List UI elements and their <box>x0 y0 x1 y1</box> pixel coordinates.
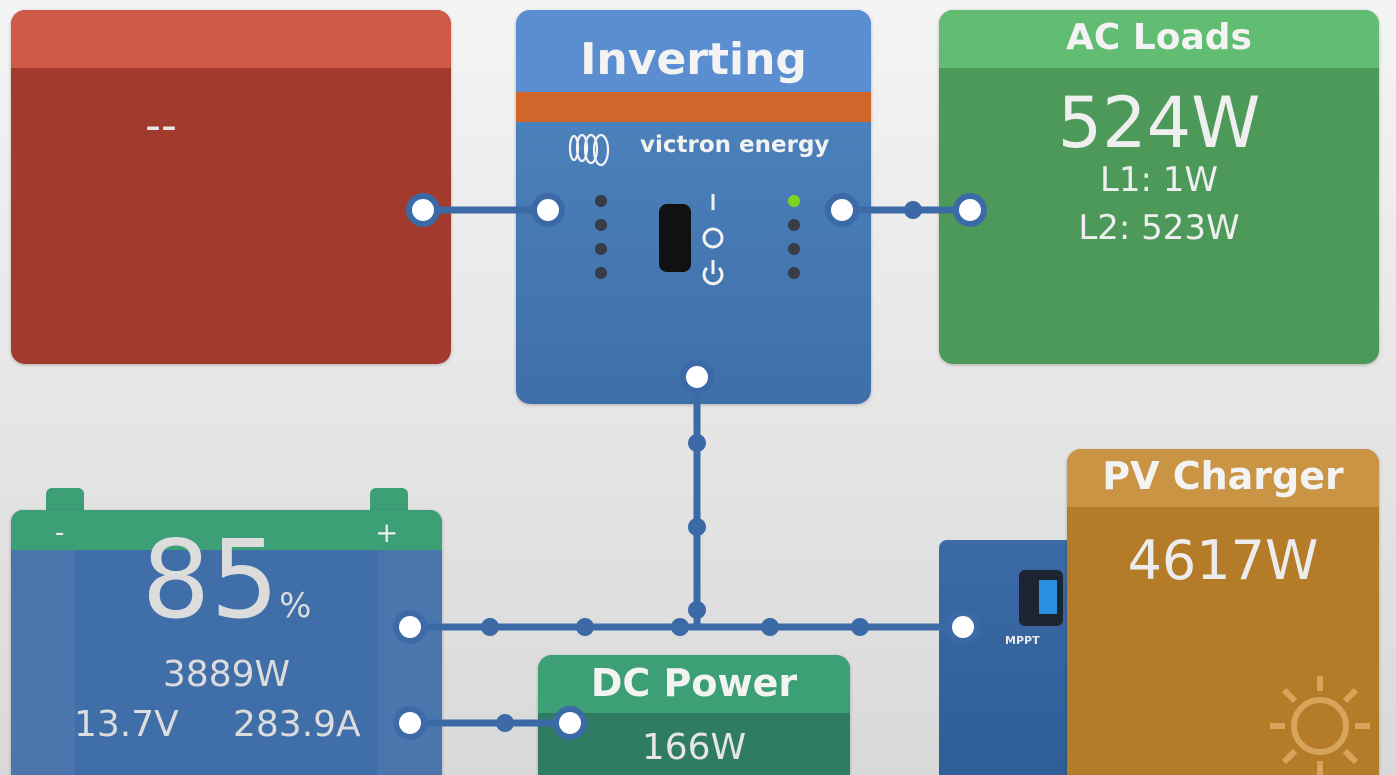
battery-terminal-minus <box>46 488 84 510</box>
connector-inverter-in <box>531 193 565 227</box>
led-right-3 <box>788 243 800 255</box>
ac-input-header <box>11 10 451 68</box>
connector-mppt <box>946 610 980 644</box>
dc-power-tile[interactable]: DC Power 166W <box>538 655 850 775</box>
pv-charger-tile[interactable]: PV Charger 4617W <box>1067 449 1379 775</box>
ac-loads-title: AC Loads <box>939 10 1379 68</box>
ac-loads-tile[interactable]: AC Loads 524W L1: 1W L2: 523W <box>939 10 1379 364</box>
dc-power-title: DC Power <box>538 655 850 713</box>
battery-voltage: 13.7V <box>74 704 179 745</box>
inverter-orange-stripe <box>516 92 871 122</box>
inverter-mode-switch[interactable] <box>659 204 691 272</box>
battery-soc-unit: % <box>279 586 312 626</box>
mppt-label: MPPT <box>1005 634 1040 647</box>
connector-acin-out <box>406 193 440 227</box>
ac-loads-l2: L2: 523W <box>1078 208 1240 248</box>
sun-icon <box>1270 676 1370 775</box>
led-left-1 <box>595 195 607 207</box>
ac-input-tile[interactable]: -- <box>11 10 451 364</box>
led-right-1-on <box>788 195 800 207</box>
battery-tile[interactable]: - + 85% 3889W 13.7V 283.9A <box>11 510 442 775</box>
battery-terminal-plus <box>370 488 408 510</box>
victron-coil-icon <box>568 133 610 167</box>
battery-current: 283.9A <box>233 704 361 745</box>
connector-battery-dc <box>393 706 427 740</box>
victron-brand-text: victron energy <box>640 132 830 158</box>
ac-input-value: -- <box>145 100 177 151</box>
mppt-display-blue <box>1039 580 1057 614</box>
battery-power: 3889W <box>162 654 291 695</box>
victron-logo: victron energy <box>516 122 871 182</box>
battery-minus-label: - <box>55 518 65 548</box>
dc-power-value: 166W <box>641 727 747 768</box>
battery-top-band <box>11 510 442 550</box>
inverter-state: Inverting <box>516 10 871 92</box>
connector-inverter-dc <box>680 360 714 394</box>
connector-battery <box>393 610 427 644</box>
led-left-3 <box>595 243 607 255</box>
led-left-4 <box>595 267 607 279</box>
led-right-4 <box>788 267 800 279</box>
battery-soc: 85 <box>141 518 280 643</box>
pv-charger-power: 4617W <box>1127 529 1319 592</box>
inverter-tile[interactable]: Inverting victron energy <box>516 10 871 404</box>
connector-inverter-out <box>825 193 859 227</box>
connector-acloads-in <box>953 193 987 227</box>
ac-loads-power: 524W <box>1057 82 1261 164</box>
mppt-device-image: MPPT <box>939 540 1079 775</box>
connector-dc-power <box>553 706 587 740</box>
led-right-2 <box>788 219 800 231</box>
pv-charger-title: PV Charger <box>1067 449 1379 507</box>
switch-mode-icons <box>702 194 724 286</box>
battery-stripe-left <box>11 550 75 775</box>
led-left-2 <box>595 219 607 231</box>
ac-loads-l1: L1: 1W <box>1099 160 1219 200</box>
battery-plus-label: + <box>375 516 399 549</box>
